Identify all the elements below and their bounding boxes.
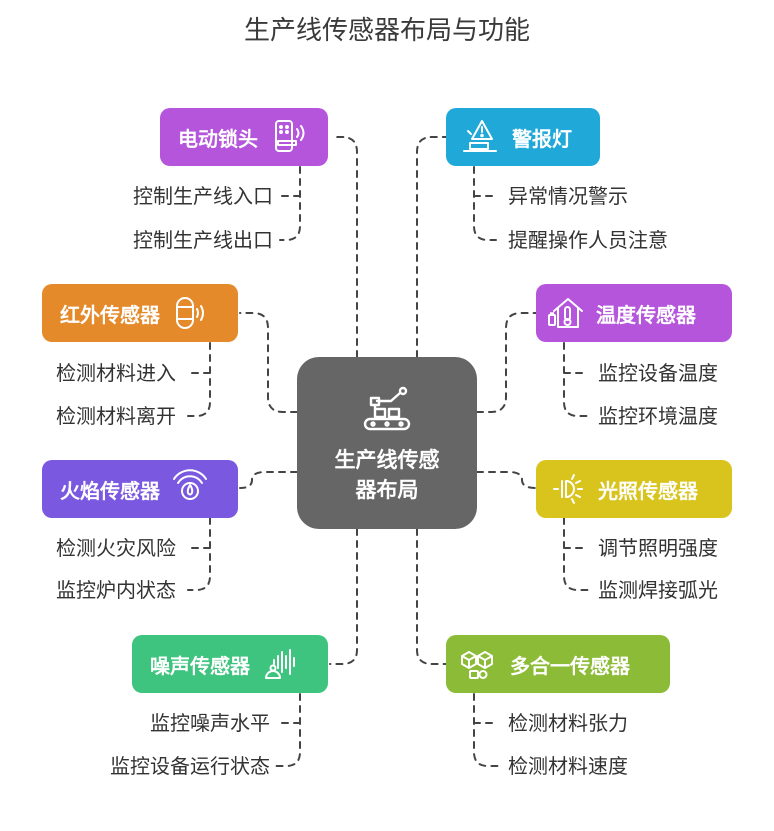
center-label: 生产线传感 器布局 bbox=[307, 445, 467, 505]
leaf-multi-1: 检测材料张力 bbox=[508, 711, 628, 735]
node-label: 火焰传感器 bbox=[60, 478, 160, 503]
node-temperature-sensor: 温度传感器 bbox=[536, 284, 732, 342]
node-noise-sensor: 噪声传感器 bbox=[132, 635, 328, 693]
connector-flame bbox=[239, 471, 298, 489]
connector-temperature bbox=[476, 312, 537, 413]
leaf-flame-1: 检测火灾风险 bbox=[56, 536, 176, 560]
leaf-light-1: 调节照明强度 bbox=[598, 536, 718, 560]
leaf-lock-1: 控制生产线入口 bbox=[133, 184, 273, 208]
leaf-infrared-2: 检测材料离开 bbox=[56, 404, 176, 428]
node-label: 噪声传感器 bbox=[150, 653, 250, 678]
connector-temperature-items bbox=[563, 342, 589, 417]
connector-noise bbox=[329, 528, 358, 665]
node-label: 温度传感器 bbox=[596, 302, 696, 327]
noise-sensor-icon bbox=[260, 644, 300, 684]
leaf-noise-1: 监控噪声水平 bbox=[150, 711, 270, 735]
connector-lock-items bbox=[279, 166, 301, 241]
leaf-noise-2: 监控设备运行状态 bbox=[110, 754, 270, 778]
smart-lock-icon bbox=[270, 117, 310, 157]
connector-alarm bbox=[416, 136, 447, 358]
warning-light-icon bbox=[460, 117, 500, 157]
connector-flame-items bbox=[187, 517, 211, 591]
node-infrared-sensor: 红外传感器 bbox=[42, 284, 238, 342]
node-alarm-light: 警报灯 bbox=[446, 108, 600, 166]
connector-light bbox=[476, 471, 537, 489]
center-node: 生产线传感 器布局 bbox=[297, 357, 477, 529]
connector-noise-items bbox=[275, 693, 301, 767]
leaf-alarm-1: 异常情况警示 bbox=[508, 184, 628, 208]
center-label-line2: 器布局 bbox=[355, 478, 419, 502]
leaf-alarm-2: 提醒操作人员注意 bbox=[508, 228, 668, 252]
node-label: 警报灯 bbox=[512, 126, 572, 151]
leaf-infrared-1: 检测材料进入 bbox=[56, 361, 176, 385]
connector-alarm-items bbox=[473, 166, 497, 241]
node-label: 红外传感器 bbox=[60, 302, 160, 327]
node-label: 电动锁头 bbox=[178, 126, 258, 151]
house-thermometer-icon bbox=[546, 293, 586, 333]
leaf-temperature-1: 监控设备温度 bbox=[598, 361, 718, 385]
flame-sensor-icon bbox=[170, 469, 210, 509]
node-label: 多合一传感器 bbox=[510, 653, 630, 678]
light-sensor-icon bbox=[548, 469, 588, 509]
connector-infrared bbox=[239, 312, 298, 413]
center-label-line1: 生产线传感 bbox=[334, 448, 440, 472]
infrared-sensor-icon bbox=[170, 293, 210, 333]
multi-sensor-cubes-icon bbox=[458, 644, 498, 684]
leaf-multi-2: 检测材料速度 bbox=[508, 754, 628, 778]
leaf-flame-2: 监控炉内状态 bbox=[56, 578, 176, 602]
leaf-temperature-2: 监控环境温度 bbox=[598, 404, 718, 428]
connector-lock bbox=[331, 136, 358, 358]
connector-multi-items bbox=[473, 693, 499, 767]
node-electric-lock: 电动锁头 bbox=[160, 108, 328, 166]
node-flame-sensor: 火焰传感器 bbox=[42, 460, 238, 518]
connector-light-items bbox=[563, 517, 589, 591]
robot-arm-conveyor-icon bbox=[359, 381, 415, 441]
diagram-title: 生产线传感器布局与功能 bbox=[243, 16, 530, 46]
node-light-sensor: 光照传感器 bbox=[536, 460, 732, 518]
node-multi-sensor: 多合一传感器 bbox=[446, 635, 670, 693]
node-label: 光照传感器 bbox=[598, 478, 698, 503]
connector-multi bbox=[416, 528, 447, 665]
leaf-light-2: 监测焊接弧光 bbox=[598, 578, 718, 602]
leaf-lock-2: 控制生产线出口 bbox=[133, 228, 273, 252]
connector-infrared-items bbox=[187, 342, 211, 417]
